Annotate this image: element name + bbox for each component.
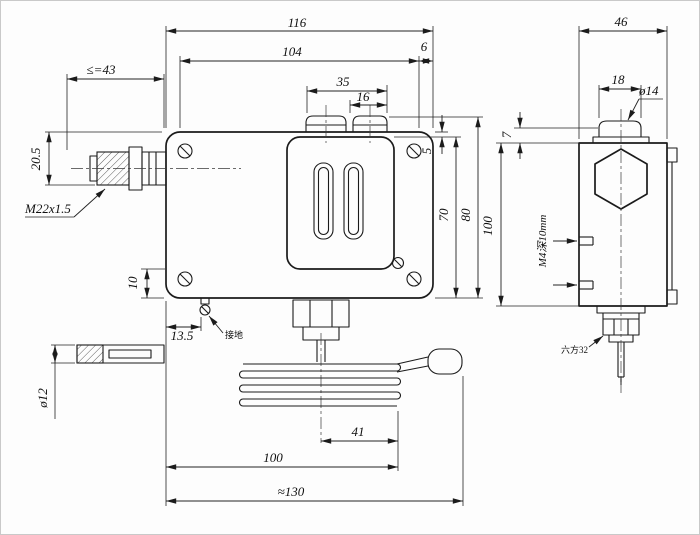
- side-view-outline: [578, 109, 678, 393]
- capillary-coil: [238, 348, 463, 407]
- thread-leader: [73, 188, 106, 218]
- extension-lines: [25, 26, 663, 506]
- dim-100-side: 100: [480, 216, 495, 236]
- ground-leader: [208, 315, 224, 334]
- pressure-connector: [71, 146, 241, 191]
- dim-46: 46: [615, 14, 629, 29]
- thread-label-m4: M4深10mm: [536, 215, 549, 269]
- dim-100-front: 100: [263, 450, 283, 465]
- dim-7: 7: [499, 131, 514, 138]
- ground-label: 接地: [225, 329, 243, 340]
- dia14-leader: [627, 98, 640, 121]
- dim-10: 10: [125, 276, 140, 290]
- corner-screws: [177, 143, 422, 287]
- dim-18: 18: [612, 72, 626, 87]
- thread-label-m22: M22x1.5: [24, 201, 71, 216]
- cover-plate: [286, 136, 395, 270]
- bottom-nut-fitting: [292, 299, 350, 443]
- dim-104: 104: [282, 44, 302, 59]
- capillary-end-loop: [427, 348, 463, 375]
- dim-70: 70: [436, 208, 451, 222]
- cover-hinge-lugs: [666, 147, 678, 305]
- front-view-dimensions: 116 104 6 35 16 ≤=43 20.5 M22x1.5 10 13.…: [24, 15, 663, 506]
- dim-16: 16: [357, 89, 371, 104]
- dim-20-5: 20.5: [28, 147, 43, 170]
- m4-mounting-holes: [579, 236, 594, 290]
- dim-dia12: ø12: [35, 388, 50, 409]
- dim-dia14: ø14: [638, 83, 659, 98]
- dim-6: 6: [421, 39, 428, 54]
- side-view-dimensions: 46 18 ø14 7 100 M4深10mm 六方32: [480, 14, 668, 355]
- cable-glands: [305, 105, 388, 143]
- front-view-outline: [71, 105, 463, 443]
- dimension-lines: [46, 28, 481, 504]
- side-extension-lines: [496, 26, 668, 307]
- dim-5: 5: [419, 147, 434, 154]
- grounding-screw: [199, 297, 211, 316]
- dim-80: 80: [458, 208, 473, 222]
- dim-130: ≈130: [278, 484, 305, 499]
- dim-41: 41: [352, 424, 365, 439]
- enclosure-body: [165, 131, 434, 299]
- sensor-probe: [76, 344, 165, 364]
- dim-35: 35: [336, 74, 351, 89]
- nut-size-label: 六方32: [561, 344, 588, 355]
- side-dimension-lines: [498, 28, 667, 348]
- nut-leader: [588, 335, 604, 348]
- dim-116: 116: [288, 15, 307, 30]
- dim-43: ≤=43: [87, 62, 116, 77]
- dim-13-5: 13.5: [171, 328, 194, 343]
